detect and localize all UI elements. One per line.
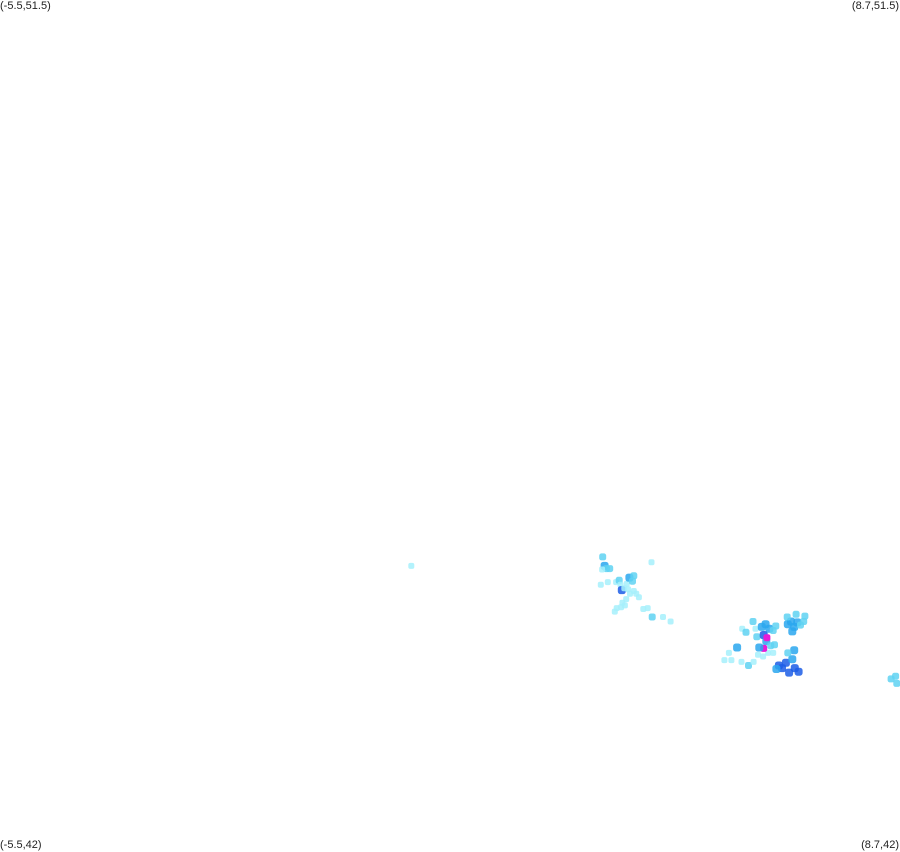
map-point-80 — [801, 612, 809, 620]
map-point-7 — [597, 581, 604, 588]
map-point-33 — [648, 559, 655, 566]
map-point-71 — [784, 649, 792, 657]
map-point-64 — [772, 665, 781, 673]
map-point-52 — [725, 649, 732, 656]
map-point-61 — [755, 651, 761, 658]
corner-label-bottom-left: (-5.5,42) — [0, 839, 42, 851]
map-point-26 — [611, 608, 618, 615]
map-point-56 — [745, 662, 752, 669]
map-point-70 — [790, 646, 799, 655]
map-point-68 — [794, 667, 803, 676]
map-point-81 — [792, 610, 800, 618]
map-point-50 — [770, 649, 777, 656]
map-point-15 — [630, 572, 638, 580]
map-point-47 — [771, 641, 778, 649]
map-point-21 — [635, 594, 642, 601]
map-point-77 — [800, 618, 808, 625]
map-point-13 — [623, 580, 630, 587]
map-point-49 — [760, 653, 767, 660]
map-point-54 — [728, 657, 735, 664]
map-point-43 — [772, 622, 780, 630]
map-point-32 — [667, 618, 674, 625]
map-point-83 — [892, 672, 900, 680]
map-point-30 — [648, 613, 656, 621]
map-point-37 — [752, 625, 759, 632]
map-point-69 — [788, 655, 797, 664]
corner-label-top-left: (-5.5,51.5) — [0, 0, 51, 12]
map-point-51 — [733, 643, 742, 652]
map-point-60 — [755, 643, 764, 652]
corner-label-bottom-right: (8.7,42) — [861, 839, 899, 851]
map-point-65 — [781, 658, 790, 667]
map-point-53 — [721, 657, 728, 664]
map-point-16 — [629, 577, 636, 585]
map-point-78 — [788, 627, 797, 636]
map-point-38 — [753, 633, 761, 641]
map-point-4 — [599, 566, 606, 573]
map-point-58 — [763, 634, 771, 642]
map-point-5 — [606, 565, 614, 573]
map-point-57 — [750, 658, 757, 665]
map-point-36 — [749, 618, 757, 625]
map-point-1 — [599, 553, 607, 561]
map-point-35 — [742, 628, 750, 636]
map-point-0 — [408, 562, 415, 569]
map-point-84 — [893, 679, 900, 687]
map-point-27 — [621, 602, 628, 609]
map-point-29 — [644, 605, 651, 612]
map-point-55 — [738, 658, 745, 665]
map-point-6 — [604, 579, 611, 586]
map-point-48 — [765, 649, 772, 656]
map-point-31 — [660, 614, 666, 620]
map-point-79 — [783, 613, 791, 621]
corner-label-top-right: (8.7,51.5) — [851, 0, 899, 12]
